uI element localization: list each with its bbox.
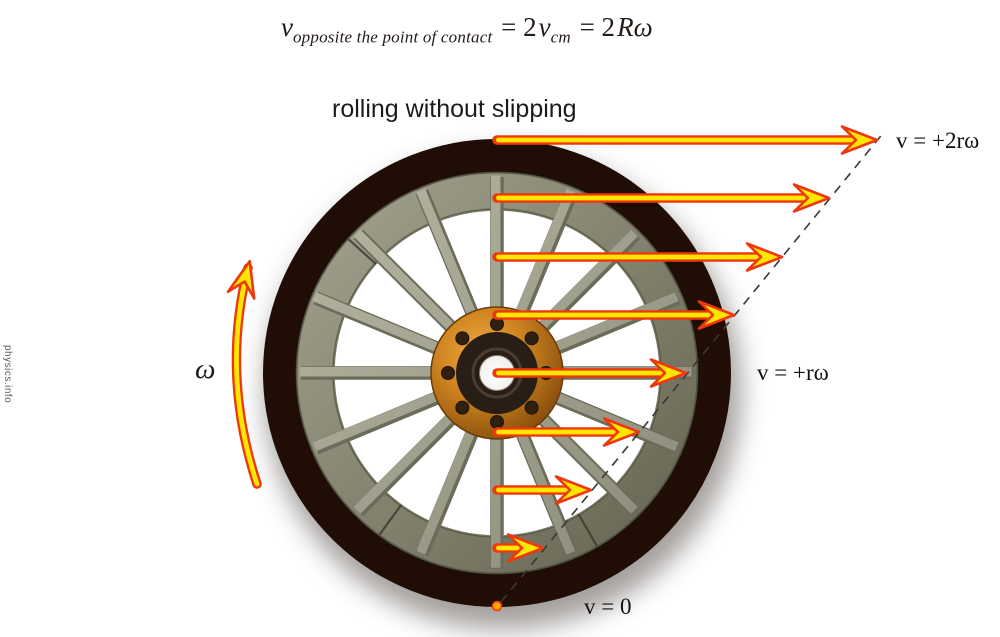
hub-bolt [524,400,539,415]
formula-v1: v [281,12,293,42]
wheel-spoke-highlight [527,403,638,514]
label-v-center: v = +rω [757,360,829,385]
formula-R: R [617,12,634,42]
formula-sub2: cm [550,27,571,47]
formula-sub1: opposite the point of contact [292,27,493,47]
wheel-spoke-highlight [540,292,679,357]
velocity-arrowhead [697,300,736,330]
hub-bolt [455,331,470,346]
diagram-title: rolling without slipping [332,95,577,123]
velocity-arrowhead [745,242,784,272]
velocity-arrowhead [602,417,641,447]
formula-eq1: = 2 [494,12,537,42]
hub-bolt [441,366,455,380]
wheel-spoke-highlight [540,386,679,452]
dashed-guide-line [500,131,885,603]
label-v-contact: v = 0 [584,594,632,619]
label-omega: ω [195,353,216,385]
wheel-spoke-highlight [312,292,452,357]
hub-bolt [524,331,539,346]
contact-point-dot [491,600,503,612]
hub-bolt [455,400,470,415]
formula-eq2: = 2 [572,12,616,42]
rim-joint [378,504,403,536]
velocity-arrowhead [554,475,593,505]
wheel-spoke-highlight [353,229,464,340]
tire [263,139,731,607]
wheel-spoke-highlight [353,403,464,514]
velocity-arrowhead [649,358,688,388]
velocity-arrowhead [840,125,879,155]
formula-v2: v [538,12,551,42]
wheel-spoke-highlight [312,386,452,452]
velocity-arrowhead [506,533,545,563]
wheel-spoke-highlight [416,416,481,555]
label-v-top: v = +2rω [896,128,980,153]
watermark: physics.info [2,345,13,404]
hub-bolt [490,415,504,429]
velocity-arrowhead [792,183,831,213]
formula-omega: ω [633,12,653,42]
rim-outer-edge [295,171,699,575]
omega-arc [234,265,260,487]
omega-arrowhead [226,259,256,300]
rim-joint [577,513,598,547]
wheel-spoke-highlight [416,188,481,328]
velocity-formula: vopposite the point of contact = 2vcm = … [281,12,653,47]
rim-joint [347,238,377,265]
